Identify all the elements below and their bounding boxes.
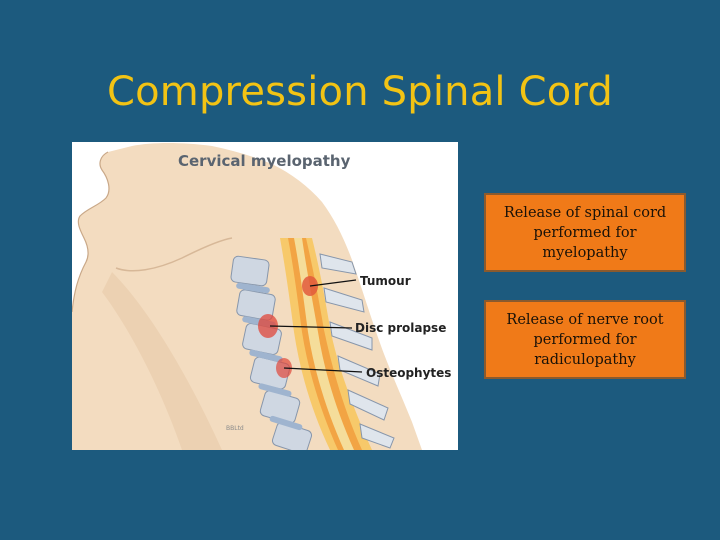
label-tumour: Tumour (360, 274, 411, 288)
label-disc-prolapse: Disc prolapse (355, 321, 446, 335)
label-pointers (269, 279, 363, 373)
label-osteophytes: Osteophytes (366, 366, 451, 380)
callout-nerve-root-release: Release of nerve root performed for radi… (484, 300, 686, 379)
figure-heading: Cervical myelopathy (178, 152, 351, 170)
throat-shading (102, 272, 222, 450)
cervical-myelopathy-illustration: Cervical myelopathy Tumour Disc prolapse… (72, 142, 458, 450)
spinous-processes (319, 253, 395, 449)
callout-spinal-cord-release: Release of spinal cord performed for mye… (484, 193, 686, 272)
neck-outline (72, 151, 110, 313)
neck-anatomy-drawing: Cervical myelopathy Tumour Disc prolapse… (72, 143, 451, 450)
slide-title: Compression Spinal Cord (107, 69, 613, 115)
figure-credit: BBLtd (226, 425, 244, 432)
disc-prolapse-lesion (258, 314, 278, 338)
jaw-line (115, 237, 233, 272)
